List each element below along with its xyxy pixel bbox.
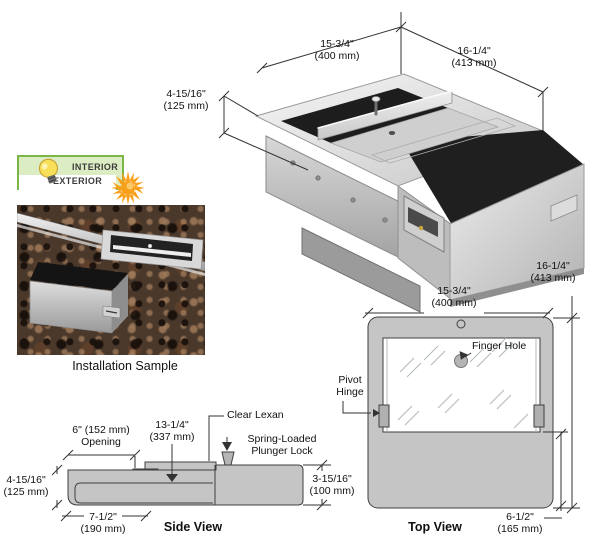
installation-caption: Installation Sample <box>72 359 178 373</box>
dim-value-mm: (165 mm) <box>497 523 543 535</box>
tv-pivot-label: Pivot Hinge <box>320 374 380 398</box>
interior-exterior-badge: INTERIOR EXTERIOR <box>17 155 145 205</box>
pivot-hinge-right <box>533 404 545 428</box>
dim-value-mm: (125 mm) <box>3 486 49 498</box>
dim-value-in: 16-1/4" <box>536 260 570 272</box>
installation-photo <box>17 205 205 355</box>
badge-exterior-row <box>19 175 116 190</box>
plunger-lock <box>221 451 235 466</box>
dim-value-in: 6" (152 mm) <box>72 424 130 436</box>
dim-value-mm: (125 mm) <box>163 100 209 112</box>
sv-opening-label: 6" (152 mm) Opening <box>51 424 151 448</box>
sv-plunger-label: Spring-Loaded Plunger Lock <box>232 433 332 457</box>
glass-hatch <box>397 337 529 429</box>
pivot-hinge-left <box>378 404 390 428</box>
dim-value-mm: (400 mm) <box>431 297 477 309</box>
photo-drawer-opening <box>30 262 128 290</box>
tv-finger-hole-label: Finger Hole <box>472 340 527 352</box>
dim-value-in: 13-1/4" <box>155 419 189 431</box>
tick-marks <box>362 307 578 514</box>
sv-rear-label: 3-15/16" (100 mm) <box>292 473 372 497</box>
dim-value-in: 16-1/4" <box>457 45 491 57</box>
sv-height-label: 4-15/16" (125 mm) <box>0 474 52 498</box>
dim-3d-width: 15-3/4" (400 mm) <box>287 38 387 62</box>
dim-3d-depth: 16-1/4" (413 mm) <box>424 45 524 69</box>
exterior-label: EXTERIOR <box>53 176 103 186</box>
photo-drawer-front <box>29 280 113 334</box>
tick-marks <box>51 449 328 522</box>
product-3d-render <box>254 73 585 313</box>
note-line: Hinge <box>336 386 364 398</box>
dim-value-mm: (337 mm) <box>149 431 195 443</box>
note-line: Plunger Lock <box>251 445 313 457</box>
tv-width-label: 15-3/4" (400 mm) <box>404 285 504 309</box>
dim-value-in: 4-15/16" <box>166 88 206 100</box>
sv-front-label: 7-1/2" (190 mm) <box>53 511 153 535</box>
plunger-knob <box>371 96 381 116</box>
drawer-opening <box>402 130 584 225</box>
dim-value-mm: (400 mm) <box>314 50 360 62</box>
tv-tray-label: 6-1/2" (165 mm) <box>470 511 570 535</box>
note-line: Pivot <box>338 374 362 386</box>
dim-value-mm: (413 mm) <box>451 57 497 69</box>
dim-word: Opening <box>81 436 121 448</box>
tray-floor <box>329 107 500 163</box>
dim-value-in: 15-3/4" <box>320 38 354 50</box>
sv-length-label: 13-1/4" (337 mm) <box>122 419 222 443</box>
dim-value-mm: (413 mm) <box>530 272 576 284</box>
dim-value-in: 6-1/2" <box>506 511 534 523</box>
lightbulb-icon <box>38 158 59 184</box>
installation-photo-overlay <box>17 212 205 334</box>
top-view-dimensions <box>342 296 580 519</box>
dim-value-in: 15-3/4" <box>437 285 471 297</box>
mount-hole <box>456 319 466 329</box>
dim-3d-height: 4-15/16" (125 mm) <box>146 88 226 112</box>
dim-value-in: 7-1/2" <box>89 511 117 523</box>
top-view-drawing <box>342 296 580 519</box>
side-view-drawing <box>51 415 331 522</box>
top-view-title: Top View <box>408 520 462 534</box>
dim-value-in: 3-15/16" <box>312 473 352 485</box>
side-view-title: Side View <box>163 520 223 534</box>
tick-marks <box>218 21 549 139</box>
sv-lexan-label: Clear Lexan <box>227 409 284 421</box>
side-view-dimensions <box>51 415 331 522</box>
tv-depth-label: 16-1/4" (413 mm) <box>507 260 599 284</box>
interior-label: INTERIOR <box>72 162 119 172</box>
dim-value-mm: (100 mm) <box>309 485 355 497</box>
dim-value-in: 4-15/16" <box>6 474 46 486</box>
sun-icon <box>111 171 145 205</box>
note-line: Spring-Loaded <box>247 433 317 445</box>
render3d-dimension-lines <box>218 12 549 171</box>
dim-value-mm: (190 mm) <box>80 523 126 535</box>
